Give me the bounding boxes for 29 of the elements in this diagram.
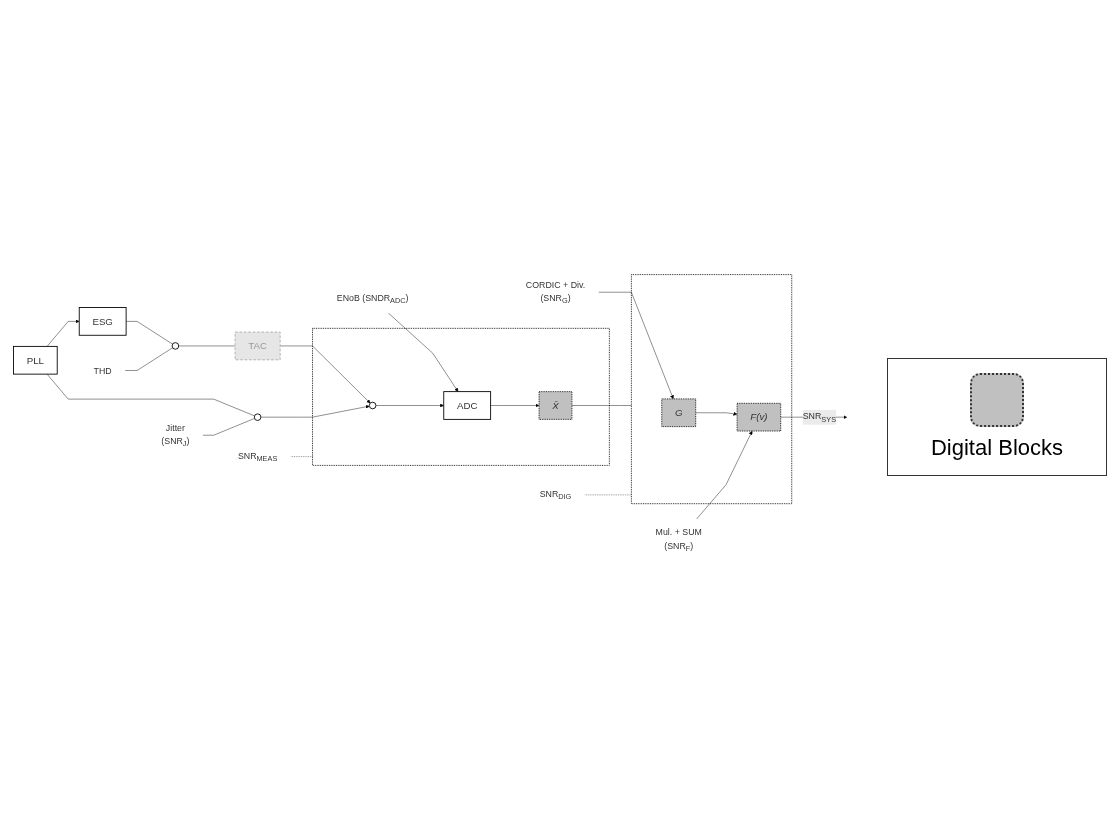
connector xyxy=(124,348,173,372)
node-box: F(v) xyxy=(736,403,782,432)
node-box: ADC xyxy=(443,391,492,421)
node-text: THD xyxy=(93,366,112,376)
connector xyxy=(290,456,313,458)
node-box: TAC xyxy=(234,332,281,361)
connector xyxy=(584,495,632,496)
node-text: SNR$_{MEAS}$ xyxy=(237,451,278,464)
edge-label: SNR$_{SYS}$ xyxy=(802,411,837,424)
node-box: G xyxy=(661,398,697,428)
node-box: PLL xyxy=(13,346,58,376)
node-circle xyxy=(253,413,262,422)
node-box: ESG xyxy=(78,307,127,337)
node-text: CORDIC + Div. (SNR$_{G}$) xyxy=(525,280,586,306)
connector xyxy=(571,405,632,407)
connector xyxy=(46,374,255,417)
connector xyxy=(202,418,255,436)
node-text: Mul. + SUM (SNR$_{F}$) xyxy=(655,527,702,554)
node-circle xyxy=(171,342,180,351)
connector xyxy=(125,321,173,345)
node-box: X̄ xyxy=(538,391,573,421)
node-text: SNR$_{DIG}$ xyxy=(539,489,572,502)
node-text: ENoB (SNDR$_{ADC}$) xyxy=(336,293,409,306)
node-text: Jitter (SNR$_{J}$) xyxy=(161,423,190,449)
cluster xyxy=(630,274,793,505)
legend-text: Digital Blocks xyxy=(930,434,1063,461)
cluster xyxy=(312,328,610,467)
node-circle xyxy=(368,402,377,410)
connector xyxy=(178,346,236,347)
